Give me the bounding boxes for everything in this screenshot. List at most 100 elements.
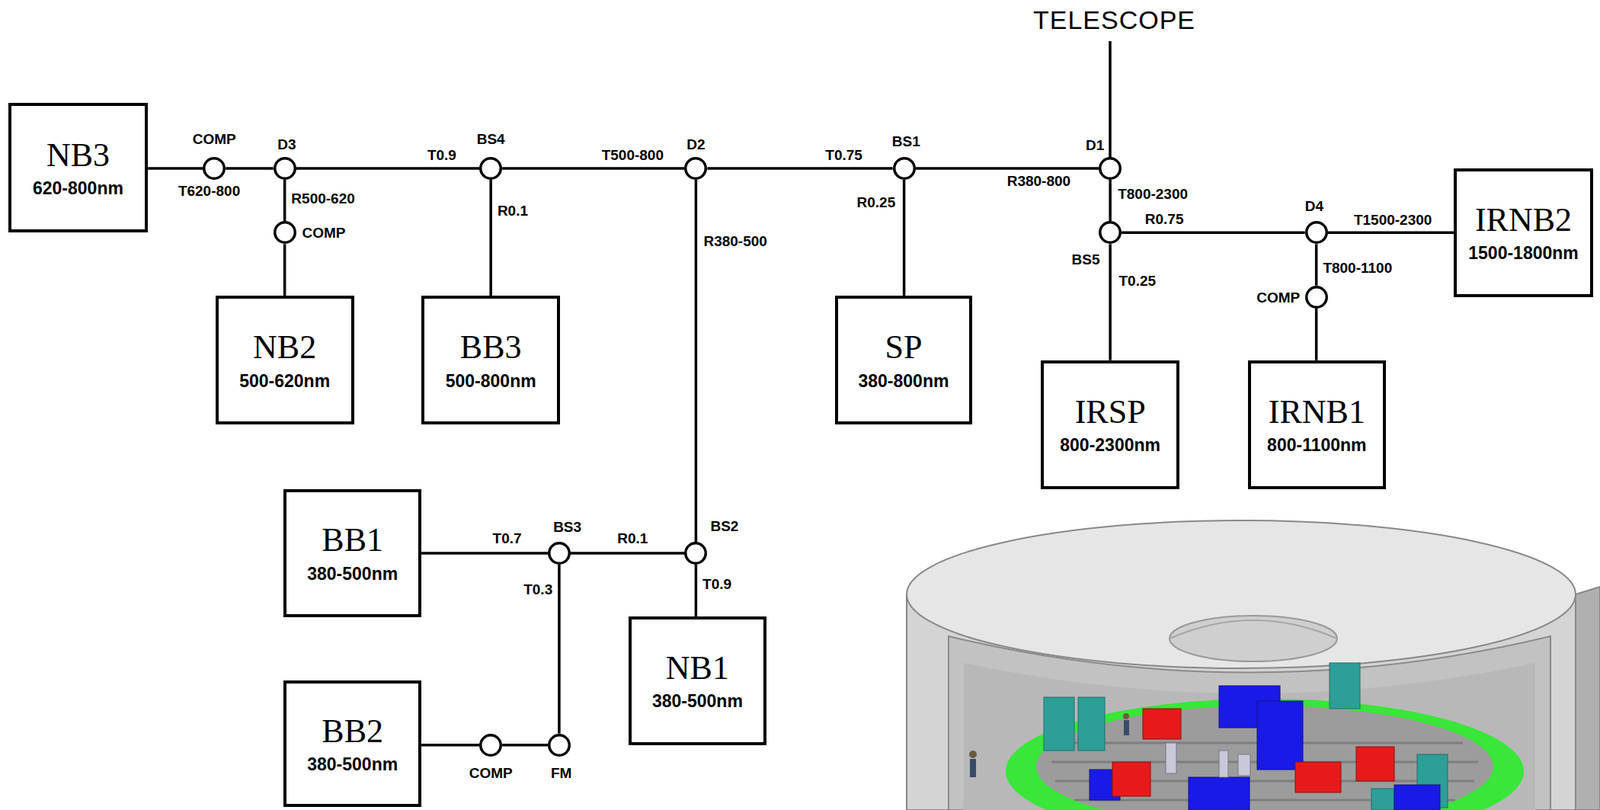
beam-path [694, 179, 698, 542]
beam-path [1108, 243, 1112, 360]
beam-path [502, 743, 548, 747]
beam-path [707, 166, 893, 170]
wavelength-range: 380-500nm [652, 691, 743, 711]
instrument-name: IRSP [1075, 393, 1146, 431]
wavelength-range: 620-800nm [32, 178, 124, 199]
element-circle [202, 156, 226, 180]
beam-split-label: T0.9 [700, 576, 733, 593]
element-label: COMP [1256, 290, 1300, 307]
beam-path [570, 551, 685, 555]
element-circle [684, 541, 708, 565]
element-circle-outline [549, 734, 570, 756]
element-label: COMP [301, 225, 346, 242]
element-label: D3 [277, 137, 296, 154]
optic-element: BS4 [479, 156, 503, 180]
beam-path [557, 564, 561, 734]
optic-element: BS3 [547, 541, 571, 565]
beam-path [1108, 179, 1112, 221]
instrument-name: SP [884, 329, 922, 366]
instrument-box: BB1 380-500nm [283, 489, 422, 618]
element-circle-outline [274, 222, 295, 244]
optic-element: BS1 [892, 156, 916, 180]
optic-element: COMP [1305, 285, 1328, 309]
optic-element: COMP [202, 156, 226, 180]
optic-element: COMP [479, 733, 503, 757]
optic-element: FM [547, 733, 571, 757]
element-circle [684, 156, 708, 180]
instrument-name: BB2 [321, 713, 384, 750]
beam-path [694, 564, 698, 617]
telescope-beam [1108, 41, 1112, 158]
beam-path [283, 179, 287, 221]
element-circle-outline [1305, 222, 1327, 244]
element-circle [1305, 285, 1328, 309]
beam-split-label: T1500-2300 [1352, 212, 1434, 229]
beam-split-label: T0.7 [491, 531, 524, 548]
element-circle [1098, 220, 1122, 244]
wavelength-range: 800-2300nm [1059, 435, 1161, 455]
observatory-render [906, 520, 1600, 810]
element-label: D2 [686, 137, 705, 154]
element-circle-outline [685, 158, 707, 180]
element-label: BS4 [476, 131, 506, 148]
element-circle [892, 156, 916, 180]
beam-path [902, 179, 906, 296]
instrument-name: IRNB2 [1475, 201, 1572, 239]
beam-split-label: T0.3 [521, 582, 554, 599]
wavelength-range: 1500-1800nm [1468, 243, 1579, 263]
instrument-box: NB1 380-500nm [628, 616, 767, 746]
element-circle [547, 541, 571, 565]
element-label: COMP [469, 765, 513, 782]
element-label: BS1 [892, 134, 921, 151]
element-circle-outline [549, 543, 570, 564]
element-label: COMP [192, 131, 237, 148]
element-label: FM [550, 765, 572, 782]
element-circle [479, 733, 503, 757]
beam-split-label: T620-800 [176, 183, 242, 200]
wavelength-range: 380-500nm [307, 563, 398, 584]
instrument-box: NB2500-620nm [215, 295, 355, 425]
beam-split-label: T0.9 [425, 147, 458, 164]
instrument-box: IRNB2 1500-1800nm [1453, 168, 1593, 298]
element-circle-outline [480, 734, 502, 756]
element-label: BS3 [553, 519, 582, 536]
element-circle-outline [480, 158, 502, 180]
element-circle-outline [1100, 222, 1121, 244]
instrument-box: NB3 620-800nm [8, 102, 148, 233]
element-circle-outline [204, 158, 225, 180]
element-circle [1098, 156, 1122, 180]
beam-path [1315, 308, 1319, 361]
instrument-box: BB2380-500nm [283, 680, 422, 807]
beam-split-label: R0.1 [496, 203, 530, 220]
beam-path [421, 743, 480, 747]
instrument-name: BB1 [321, 521, 384, 559]
beam-split-label: R500-620 [289, 191, 356, 208]
beam-path [225, 166, 273, 170]
element-label: D1 [1085, 137, 1104, 154]
element-circle-outline [893, 158, 915, 180]
element-circle-outline [274, 158, 295, 180]
beam-split-label: R380-800 [1005, 173, 1072, 190]
beam-path [489, 179, 493, 296]
beam-path [915, 166, 1100, 170]
beam-path [421, 551, 548, 555]
element-circle [273, 156, 297, 180]
element-circle-outline [1100, 158, 1121, 180]
beam-split-label: R0.1 [615, 531, 650, 548]
beam-split-label: T500-800 [600, 147, 666, 164]
beam-path [1315, 243, 1319, 285]
wavelength-range: 380-800nm [857, 371, 949, 391]
instrument-name: NB1 [665, 649, 730, 687]
wavelength-range: 500-620nm [239, 371, 330, 391]
element-circle-outline [1305, 286, 1327, 308]
instrument-name: NB3 [46, 137, 110, 174]
instrument-box: SP 380-800nm [835, 295, 973, 425]
element-label: BS5 [1072, 252, 1101, 269]
wavelength-range: 500-800nm [445, 371, 537, 391]
beam-path [283, 243, 287, 296]
element-circle [547, 733, 571, 757]
beam-path [502, 166, 685, 170]
beam-split-label: R380-500 [701, 233, 768, 250]
instrument-box: IRNB1800-1100nm [1248, 360, 1386, 490]
element-circle [1305, 220, 1328, 244]
